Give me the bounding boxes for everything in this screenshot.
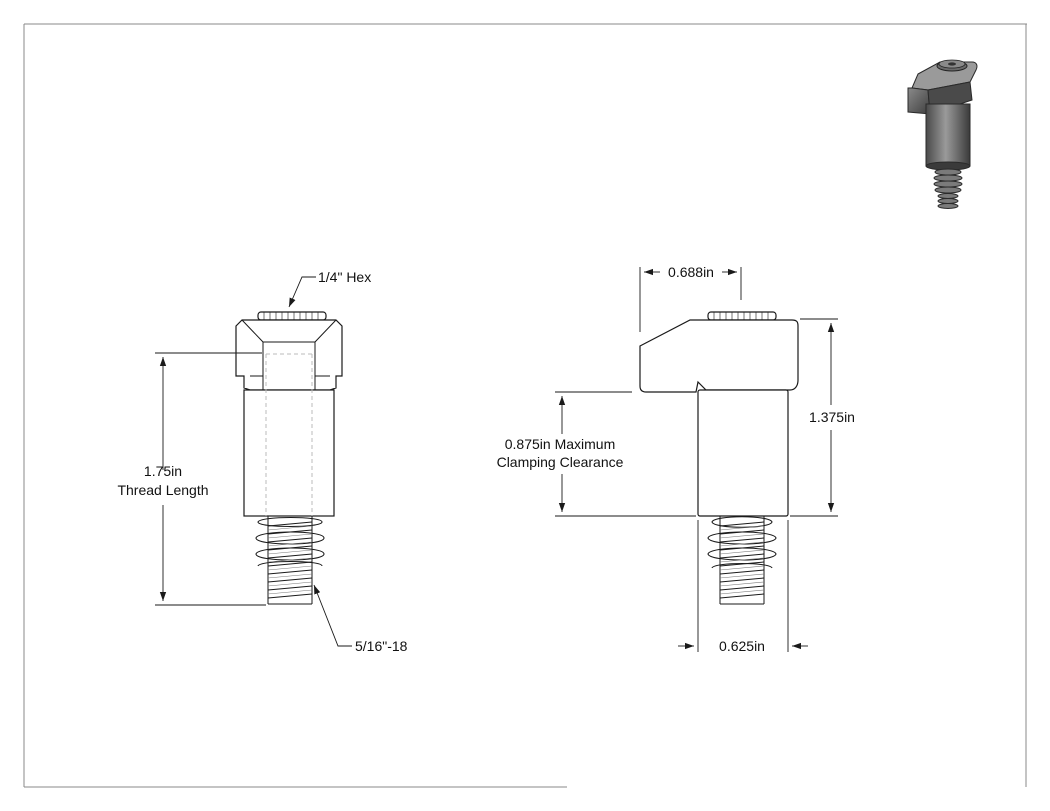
right-spring <box>707 516 777 569</box>
isometric-clamp-icon <box>907 59 978 209</box>
thread-spec-label: 5/16"-18 <box>355 638 408 654</box>
left-spring <box>255 517 325 567</box>
left-knurled-cap <box>257 311 327 321</box>
left-body <box>243 389 335 517</box>
thread-length-text-label: Thread Length <box>117 482 208 498</box>
top-offset-dimension-label: 0.688in <box>668 264 714 280</box>
diameter-dimension-label: 0.625in <box>719 638 765 654</box>
right-body <box>697 389 789 517</box>
right-knurled-cap <box>707 311 777 321</box>
left-dimensions <box>155 276 352 647</box>
left-thread <box>267 516 313 605</box>
clearance-value-label: 0.875in Maximum <box>505 436 616 452</box>
right-dimensions <box>555 267 838 652</box>
left-front-view <box>235 311 343 605</box>
sheet-border <box>23 23 1027 788</box>
right-thread <box>719 516 765 605</box>
left-hidden-bore <box>265 353 313 516</box>
thread-length-value-label: 1.75in <box>144 463 182 479</box>
left-hex-socket <box>241 319 337 390</box>
right-side-view <box>639 311 799 605</box>
height-dimension-label: 1.375in <box>809 409 855 425</box>
clearance-text-label: Clamping Clearance <box>497 454 624 470</box>
right-clamp-head <box>639 319 799 393</box>
hex-size-label: 1/4" Hex <box>318 269 371 285</box>
